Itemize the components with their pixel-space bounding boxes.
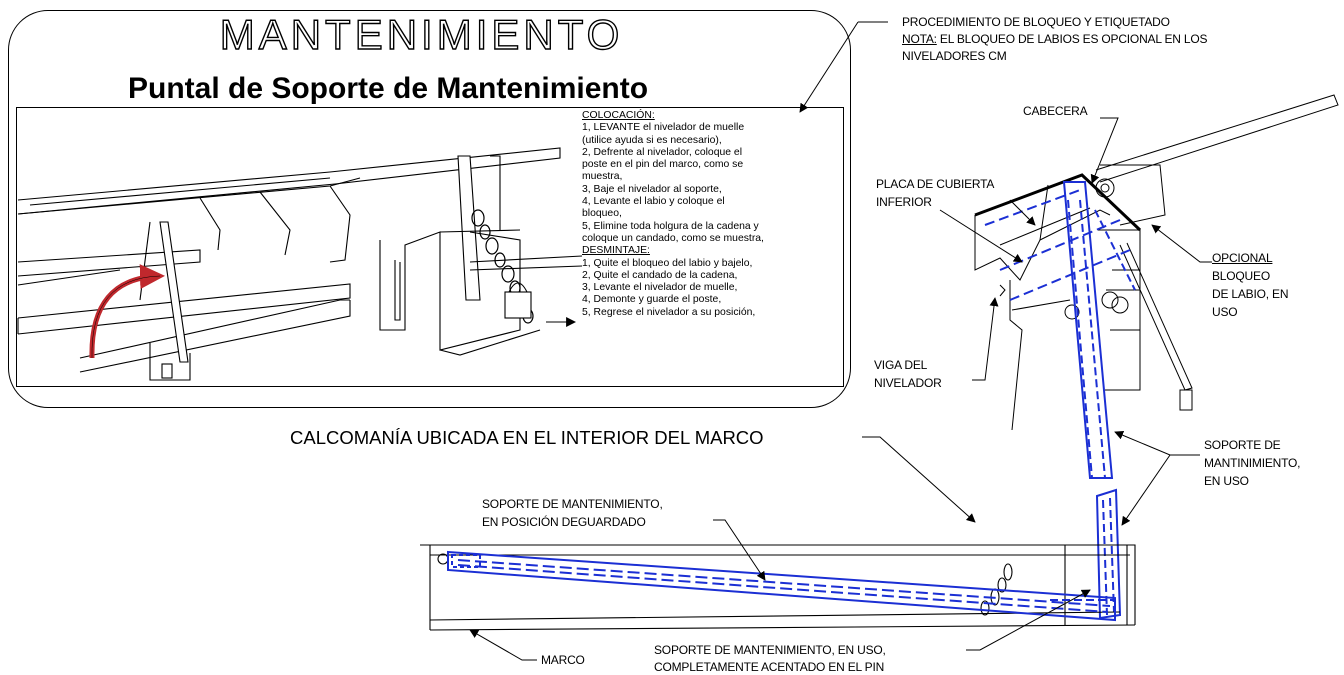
label-marco: MARCO — [541, 653, 585, 667]
label-opcional: OPCIONAL — [1212, 251, 1273, 265]
removal-heading: DESMINTAJE: — [582, 245, 650, 257]
lockout-note-cont: NIVELADORES CM — [902, 49, 1007, 63]
decal-illustration-frame — [16, 107, 844, 387]
decal-instructions: COLOCACIÓN: 1, LEVANTE el nivelador de m… — [582, 110, 847, 319]
support-strut-stored — [447, 550, 1116, 622]
label-soporte-uso-3: EN USO — [1204, 474, 1249, 488]
lockout-heading: PROCEDIMIENTO DE BLOQUEO Y ETIQUETADO — [902, 15, 1170, 29]
removal-step: 5, Regrese el nivelador a su posición, — [582, 306, 756, 318]
label-guardado-1: SOPORTE DE MANTENIMIENTO, — [482, 497, 663, 511]
decal-leveler-drawing — [17, 147, 583, 381]
decal-subtitle: Puntal de Soporte de Mantenimiento — [128, 72, 649, 105]
decal-location-caption: CALCOMANÍA UBICADA EN EL INTERIOR DEL MA… — [290, 427, 764, 448]
decal-title: MANTENIMIENTO — [219, 11, 624, 58]
label-bloqueo-3: USO — [1212, 305, 1238, 319]
removal-step: 3, Levante el nivelador de muelle, — [582, 282, 738, 294]
lockout-note: NOTA: EL BLOQUEO DE LABIOS ES OPCIONAL E… — [902, 32, 1208, 46]
label-viga-1: VIGA DEL — [874, 358, 928, 372]
removal-step: 4, Demonte y guarde el poste, — [582, 294, 722, 306]
frame-drawing — [420, 544, 1136, 631]
label-soporte-uso-1: SOPORTE DE — [1204, 438, 1281, 452]
label-asentado-2: COMPLETAMENTE ACENTADO EN EL PIN — [654, 660, 885, 674]
label-bloqueo-2: DE LABIO, EN — [1212, 287, 1289, 301]
placement-step: 5, Elimine toda holgura de la cadena y — [582, 220, 759, 232]
label-guardado-2: EN POSICIÓN DEGUARDADO — [482, 515, 646, 529]
placement-step: poste en el pin del marco, como se — [582, 159, 744, 171]
placement-step: 2, Defrente al nivelador, coloque el — [582, 146, 743, 158]
placement-step: 3, Baje el nivelador al soporte, — [582, 183, 722, 195]
decal-panel — [8, 10, 851, 408]
placement-heading: COLOCACIÓN: — [582, 110, 655, 121]
placement-step: bloqueo, — [582, 208, 622, 220]
removal-step: 1, Quite el bloqueo del labio y bajelo, — [582, 257, 753, 269]
label-viga-2: NIVELADOR — [874, 376, 942, 390]
placement-step: 4, Levante el labio y coloque el — [582, 196, 725, 208]
label-placa-inferior: INFERIOR — [876, 195, 932, 209]
label-asentado-1: SOPORTE DE MANTENIMIENTO, EN USO, — [654, 643, 886, 657]
note-text: EL BLOQUEO DE LABIOS ES OPCIONAL EN LOS — [936, 32, 1208, 46]
label-cabecera: CABECERA — [1023, 104, 1088, 118]
note-prefix: NOTA: — [902, 32, 937, 46]
placement-step: muestra, — [582, 171, 623, 183]
label-bloqueo-1: BLOQUEO — [1212, 269, 1270, 283]
placement-step: coloque un candado, como se muestra, — [582, 232, 764, 244]
leveler-detail-drawing — [974, 94, 1339, 431]
label-placa-cubierta: PLACA DE CUBIERTA — [876, 177, 995, 191]
placement-step: 1, LEVANTE el nivelador de muelle — [582, 122, 745, 134]
placement-step: (utilice ayuda si es necesario), — [582, 134, 722, 146]
removal-step: 2, Quite el candado de la cadena, — [582, 269, 738, 281]
label-soporte-uso-2: MANTINIMIENTO, — [1204, 456, 1301, 470]
